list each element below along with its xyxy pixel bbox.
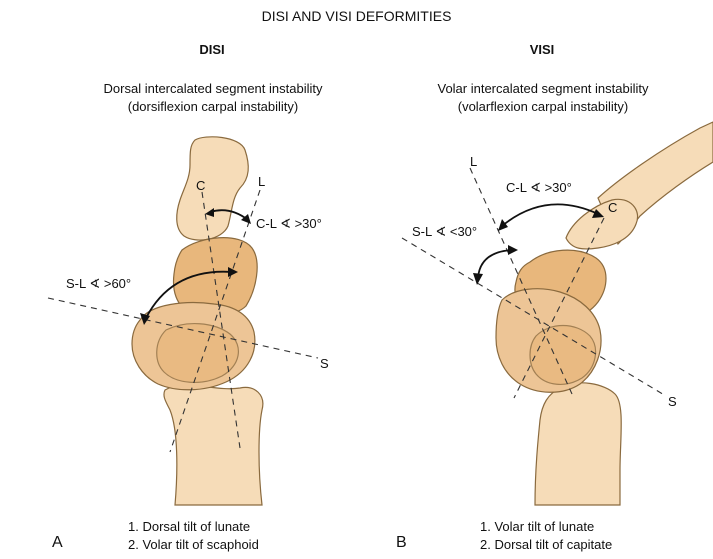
visi-axis-scaphoid — [401, 237, 667, 397]
visi-sl-angle-arc — [477, 249, 513, 279]
disi-sl-arrow-top — [228, 267, 238, 277]
visi-sl-arrow-top — [508, 245, 518, 255]
disi-heading: DISI — [199, 42, 225, 57]
visi-sl-angle-label: S-L ∢ <30° — [412, 224, 477, 239]
disi-label-s: S — [320, 356, 329, 371]
visi-subtitle-line2: (volarflexion carpal instability) — [457, 99, 629, 114]
visi-capitate — [565, 198, 639, 250]
disi-radius — [163, 384, 264, 506]
disi-wrist-illustration: C L S C-L ∢ >30° S-L ∢ >60° — [47, 136, 329, 506]
visi-wrist-illustration: L C S C-L ∢ >30° S-L ∢ <30° — [401, 121, 713, 506]
disi-scaphoid-overlap — [156, 323, 239, 383]
disi-subtitle-line1: Dorsal intercalated segment instability — [103, 81, 323, 96]
visi-heading: VISI — [529, 42, 555, 57]
disi-sl-arrow-bottom — [140, 313, 150, 325]
visi-sl-arrow-bottom — [473, 273, 483, 285]
visi-cl-angle-label: C-L ∢ >30° — [506, 180, 572, 195]
visi-subtitle-line1: Volar intercalated segment instability — [437, 81, 649, 96]
disi-cl-arrow-left — [205, 208, 214, 217]
disi-sl-angle-label: S-L ∢ >60° — [66, 276, 131, 291]
visi-cl-arrow-right — [592, 209, 604, 218]
disi-notes: 1. Dorsal tilt of lunate 2. Volar tilt o… — [128, 518, 259, 554]
visi-note-2: 2. Dorsal tilt of capitate — [480, 537, 613, 552]
visi-notes: 1. Volar tilt of lunate 2. Dorsal tilt o… — [480, 518, 612, 554]
disi-subtitle-line2: (dorsiflexion carpal instability) — [127, 99, 299, 114]
panel-letter-b: B — [396, 534, 407, 551]
visi-axis-lunate — [469, 167, 573, 395]
disi-note-2: 2. Volar tilt of scaphoid — [128, 537, 259, 552]
disi-label-l: L — [258, 174, 265, 189]
visi-cl-arrow-left — [498, 219, 508, 231]
disi-axis-scaphoid — [47, 297, 319, 359]
visi-subtitle: Volar intercalated segment instability (… — [378, 80, 708, 116]
visi-axis-capitate — [513, 217, 605, 399]
visi-radius — [534, 382, 622, 506]
visi-cl-angle-arc — [501, 203, 599, 227]
figure-title: DISI AND VISI DEFORMITIES — [261, 8, 452, 24]
disi-axis-lunate — [169, 189, 261, 453]
disi-subtitle: Dorsal intercalated segment instability … — [48, 80, 378, 116]
visi-scaphoid-overlap — [529, 325, 597, 385]
disi-note-1: 1. Dorsal tilt of lunate — [128, 519, 251, 534]
visi-note-1: 1. Volar tilt of lunate — [480, 519, 595, 534]
panel-letter-a: A — [52, 534, 63, 551]
disi-cl-arrow-right — [241, 214, 251, 224]
disi-capitate — [176, 136, 249, 241]
visi-label-l: L — [470, 154, 477, 169]
disi-sl-angle-arc — [145, 270, 233, 319]
visi-label-c: C — [608, 200, 617, 215]
disi-label-c: C — [196, 178, 205, 193]
visi-label-s: S — [668, 394, 677, 409]
disi-cl-angle-label: C-L ∢ >30° — [256, 216, 322, 231]
